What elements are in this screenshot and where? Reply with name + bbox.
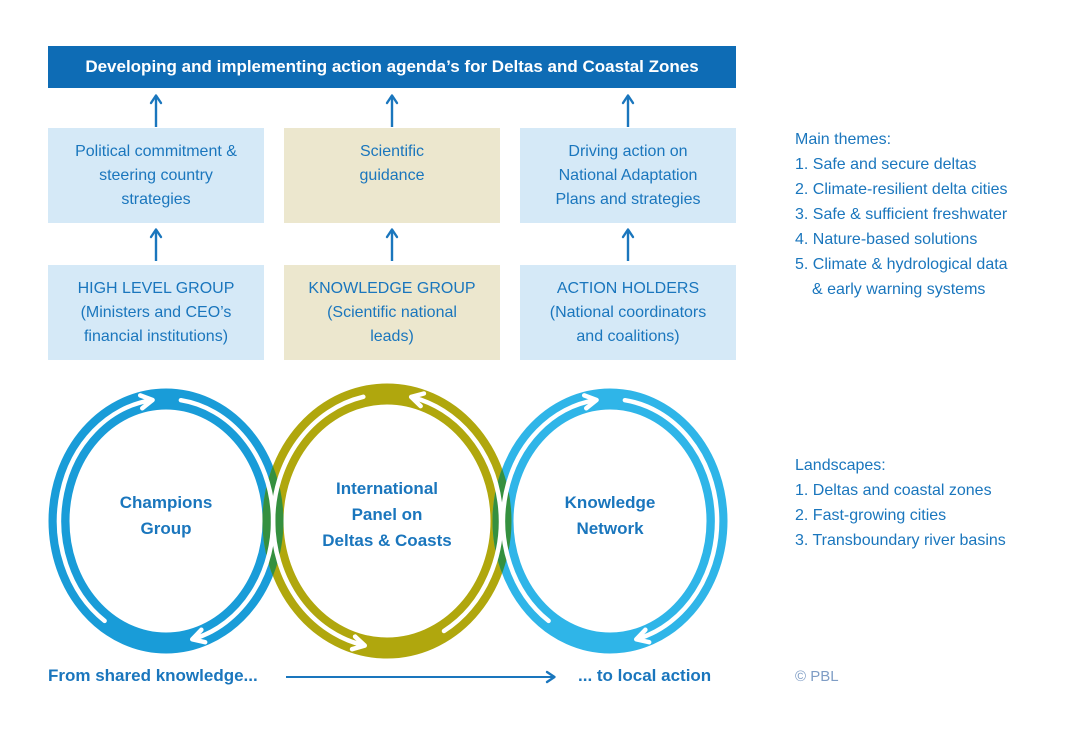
- cycle-arrow-icon: [270, 394, 368, 652]
- main-themes-list: Main themes: 1. Safe and secure deltas 2…: [795, 127, 1008, 302]
- theme-item: 2. Climate-resilient delta cities: [795, 181, 1008, 198]
- ring-flow-arrows: [56, 391, 720, 652]
- box-line: KNOWLEDGE GROUP: [308, 280, 476, 297]
- label-line: Knowledge: [564, 493, 656, 512]
- box-high-level-group: HIGH LEVEL GROUP (Ministers and CEO’s fi…: [48, 265, 264, 360]
- landscape-item: 1. Deltas and coastal zones: [795, 482, 992, 499]
- landscapes-heading: Landscapes:: [795, 457, 886, 474]
- knowledge-network-label: Knowledge Network: [525, 490, 695, 542]
- box-line: Scientific: [359, 143, 425, 160]
- box-line: (Ministers and CEO’s: [80, 304, 232, 321]
- box-line: and coalitions): [576, 328, 680, 345]
- banner-title: Developing and implementing action agend…: [48, 46, 736, 88]
- main-themes-heading: Main themes:: [795, 131, 892, 148]
- label-line: Champions: [119, 493, 213, 512]
- theme-item: 5. Climate & hydrological data: [795, 256, 1008, 273]
- from-shared-knowledge-label: From shared knowledge...: [48, 666, 258, 685]
- box-line: (National coordinators: [549, 304, 707, 321]
- box-line: financial institutions): [83, 328, 229, 345]
- cycle-arrow-icon: [408, 391, 504, 634]
- cycle-arrow-icon: [56, 393, 155, 624]
- theme-item: 3. Safe & sufficient freshwater: [795, 206, 1008, 223]
- label-line: Panel on: [351, 505, 423, 524]
- to-local-action-label: ... to local action: [578, 666, 712, 685]
- up-arrows-middle: [149, 228, 635, 261]
- box-knowledge-group: KNOWLEDGE GROUP (Scientific national lea…: [284, 265, 500, 360]
- landscape-item: 3. Transboundary river basins: [795, 532, 1006, 549]
- theme-item: 4. Nature-based solutions: [795, 231, 978, 248]
- cycle-arrow-icon: [622, 397, 720, 645]
- box-line: Plans and strategies: [555, 191, 701, 208]
- label-line: Network: [576, 519, 644, 538]
- box-scientific-guidance: Scientific guidance: [284, 128, 500, 223]
- pbl-credit: © PBL: [795, 668, 839, 685]
- box-line: guidance: [359, 167, 425, 184]
- label-line: Group: [140, 519, 192, 538]
- label-line: Deltas & Coasts: [322, 531, 452, 550]
- theme-item: 1. Safe and secure deltas: [795, 156, 977, 173]
- up-arrows-top: [149, 94, 635, 127]
- box-action-holders: ACTION HOLDERS (National coordinators an…: [520, 265, 736, 360]
- landscapes-list: Landscapes: 1. Deltas and coastal zones …: [795, 453, 1006, 553]
- box-line: ACTION HOLDERS: [556, 280, 700, 297]
- box-line: HIGH LEVEL GROUP: [77, 280, 235, 297]
- label-line: International: [335, 479, 438, 498]
- box-line: National Adaptation: [558, 167, 698, 184]
- box-political-commitment: Political commitment & steering country …: [48, 128, 264, 223]
- box-driving-action: Driving action on National Adaptation Pl…: [520, 128, 736, 223]
- box-line: steering country: [99, 167, 213, 184]
- international-panel-label: International Panel on Deltas & Coasts: [302, 476, 472, 554]
- box-line: leads): [370, 328, 414, 345]
- box-line: strategies: [121, 191, 191, 208]
- landscape-item: 2. Fast-growing cities: [795, 507, 947, 524]
- box-line: Political commitment &: [75, 143, 237, 160]
- champions-group-label: Champions Group: [81, 490, 251, 542]
- theme-item-continuation: & early warning systems: [812, 281, 986, 298]
- box-line: (Scientific national: [327, 304, 457, 321]
- cycle-arrow-icon: [500, 393, 599, 624]
- box-line: Driving action on: [568, 143, 688, 160]
